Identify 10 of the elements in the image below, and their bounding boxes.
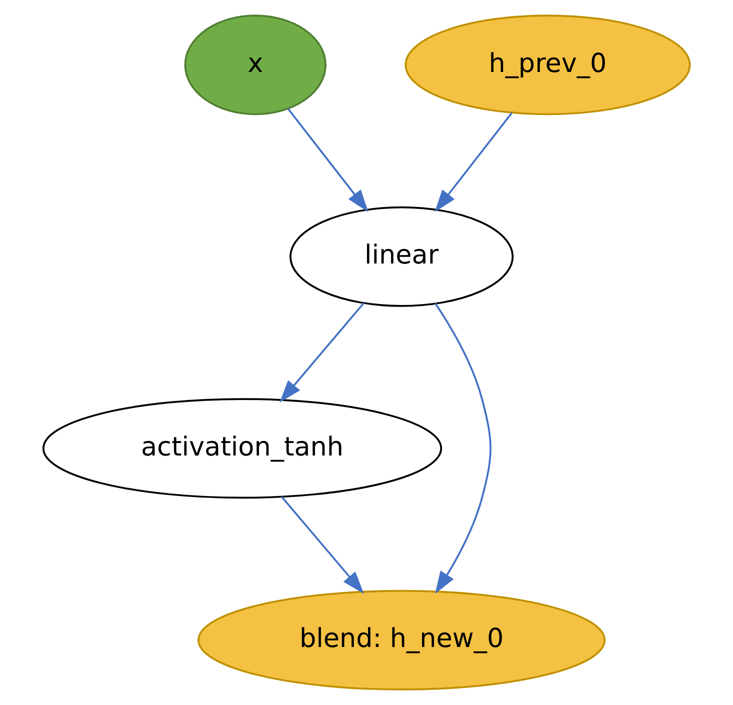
node-ellipse: linear bbox=[290, 206, 514, 307]
node-ellipse: x bbox=[184, 14, 326, 116]
node-ellipse: activation_tanh bbox=[42, 398, 442, 499]
node-ellipse: h_prev_0 bbox=[404, 14, 691, 116]
arrow bbox=[287, 108, 368, 212]
node-ellipse: blend: h_new_0 bbox=[198, 590, 606, 690]
arrow bbox=[434, 302, 492, 594]
arrow bbox=[434, 112, 513, 212]
arrow bbox=[280, 496, 364, 594]
arrow bbox=[280, 302, 364, 402]
